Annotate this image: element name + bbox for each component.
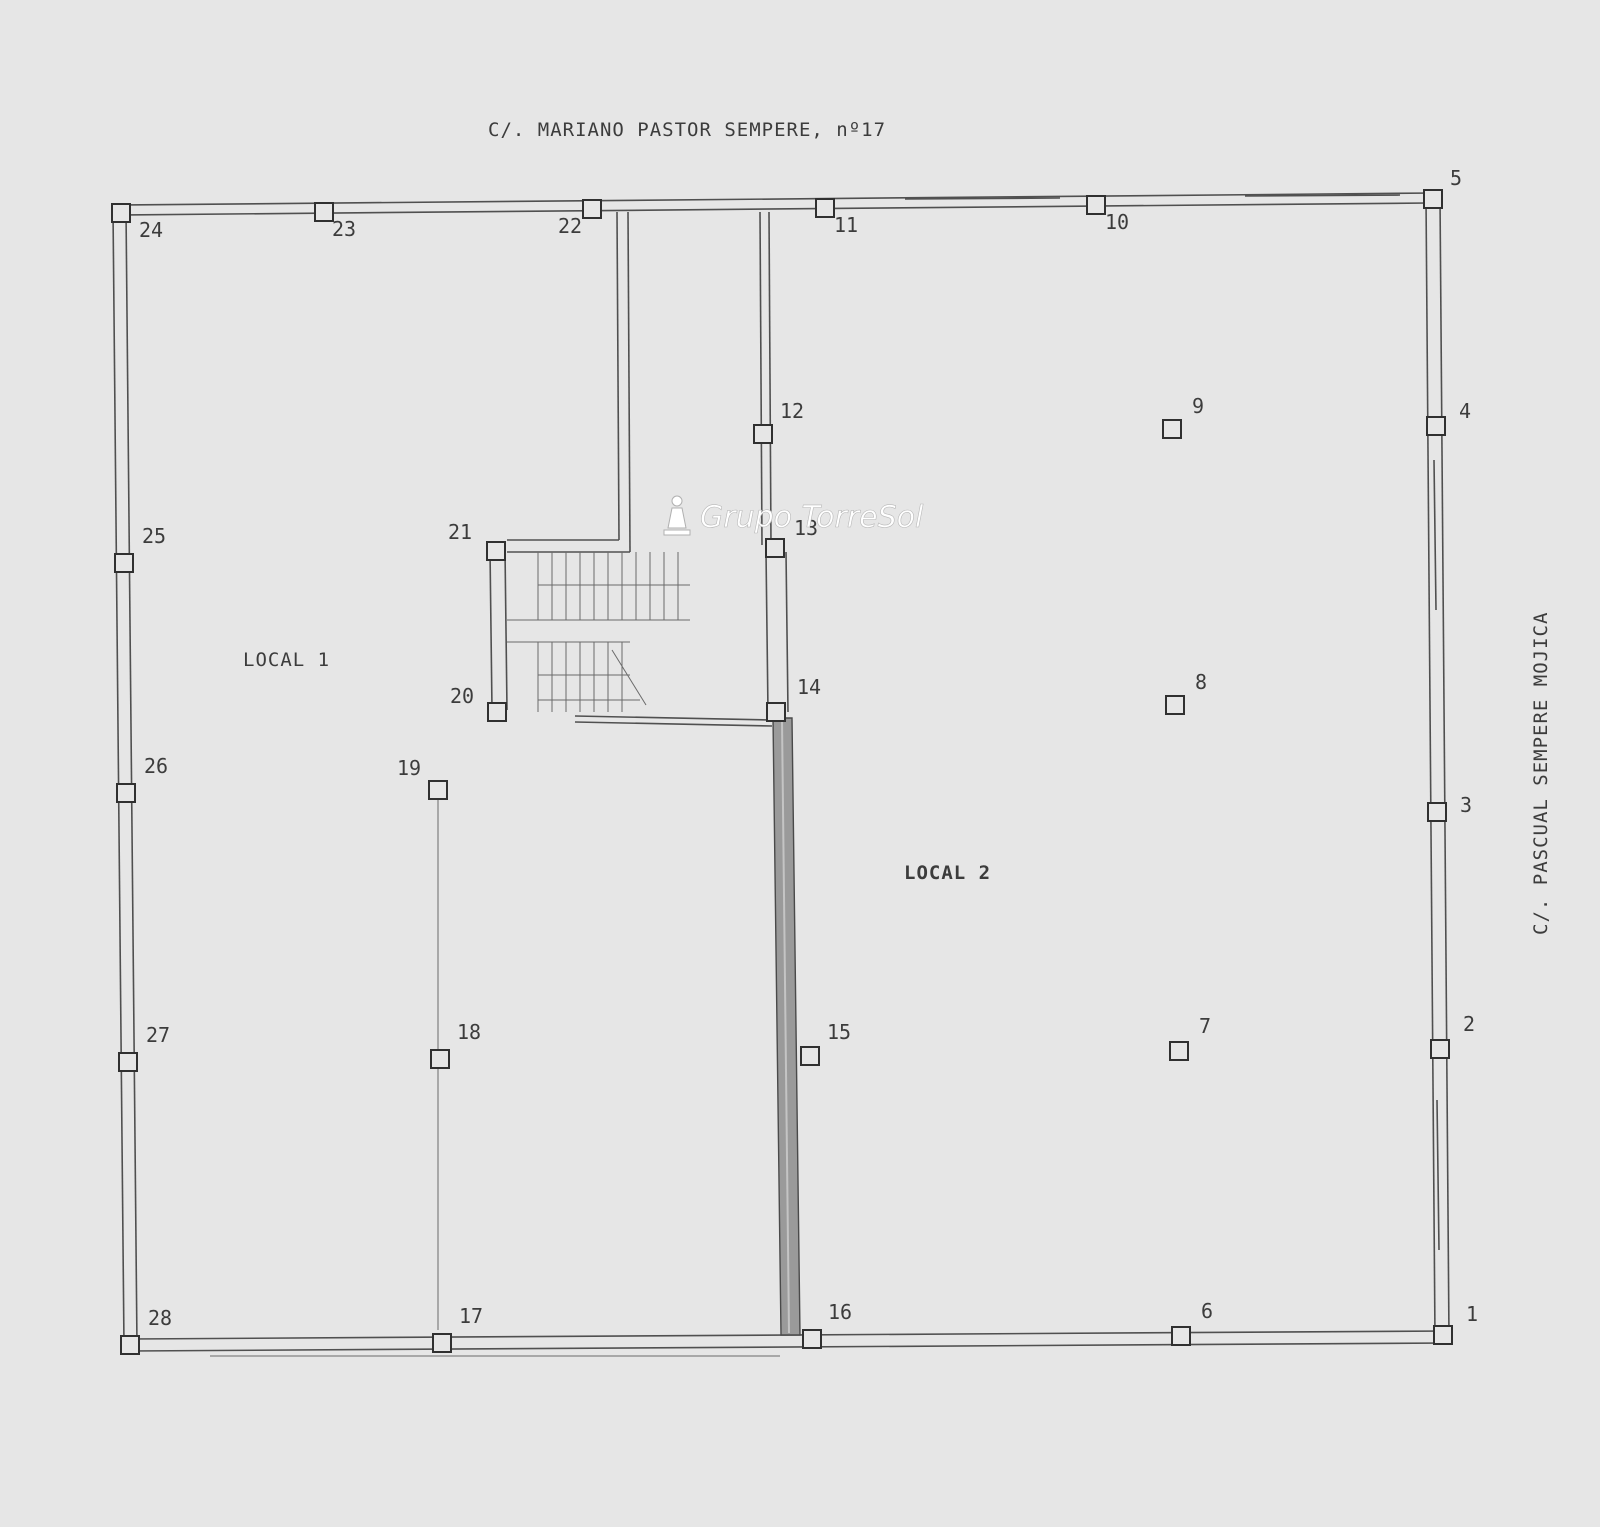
column-8	[1165, 695, 1185, 715]
room-label-local-1: LOCAL 1	[243, 649, 330, 671]
column-27	[118, 1052, 138, 1072]
street-label-right: C/. PASCUAL SEMPERE MOJICA	[1530, 612, 1552, 935]
column-3	[1427, 802, 1447, 822]
column-2	[1430, 1039, 1450, 1059]
column-18	[430, 1049, 450, 1069]
column-label-13: 13	[794, 516, 818, 540]
column-label-27: 27	[146, 1023, 170, 1047]
column-15	[800, 1046, 820, 1066]
column-label-10: 10	[1105, 210, 1129, 234]
watermark-logo-icon	[663, 495, 691, 536]
column-25	[114, 553, 134, 573]
room-label-local-2: LOCAL 2	[904, 862, 991, 884]
street-label-top: C/. MARIANO PASTOR SEMPERE, nº17	[488, 119, 886, 141]
column-5	[1423, 189, 1443, 209]
stair	[507, 552, 690, 712]
column-label-8: 8	[1195, 670, 1207, 694]
exterior-walls	[112, 192, 1450, 1357]
column-label-17: 17	[459, 1304, 483, 1328]
column-26	[116, 783, 136, 803]
column-label-15: 15	[827, 1020, 851, 1044]
column-label-20: 20	[450, 684, 474, 708]
column-10	[1086, 195, 1106, 215]
party-wall	[772, 717, 801, 1336]
column-label-18: 18	[457, 1020, 481, 1044]
column-24	[111, 203, 131, 223]
column-28	[120, 1335, 140, 1355]
column-20	[487, 702, 507, 722]
column-label-5: 5	[1450, 166, 1462, 190]
column-23	[314, 202, 334, 222]
column-label-23: 23	[332, 217, 356, 241]
column-4	[1426, 416, 1446, 436]
column-label-3: 3	[1460, 793, 1472, 817]
column-21	[486, 541, 506, 561]
column-19	[428, 780, 448, 800]
structural-columns: 1234567891011121314151617181920212223242…	[111, 166, 1478, 1355]
column-1	[1433, 1325, 1453, 1345]
column-label-28: 28	[148, 1306, 172, 1330]
column-label-4: 4	[1459, 399, 1471, 423]
column-label-6: 6	[1201, 1299, 1213, 1323]
interior-walls	[437, 211, 789, 1330]
column-label-11: 11	[834, 213, 858, 237]
column-17	[432, 1333, 452, 1353]
column-22	[582, 199, 602, 219]
column-9	[1162, 419, 1182, 439]
column-label-9: 9	[1192, 394, 1204, 418]
column-label-16: 16	[828, 1300, 852, 1324]
column-7	[1169, 1041, 1189, 1061]
column-label-24: 24	[139, 218, 163, 242]
column-label-25: 25	[142, 524, 166, 548]
column-label-19: 19	[397, 756, 421, 780]
column-6	[1171, 1326, 1191, 1346]
column-label-21: 21	[448, 520, 472, 544]
column-label-1: 1	[1466, 1302, 1478, 1326]
watermark-text: Grupo TorreSol	[700, 500, 924, 535]
column-16	[802, 1329, 822, 1349]
column-label-2: 2	[1463, 1012, 1475, 1036]
column-11	[815, 198, 835, 218]
watermark: Grupo TorreSol	[663, 495, 924, 536]
column-12	[753, 424, 773, 444]
column-label-26: 26	[144, 754, 168, 778]
column-label-7: 7	[1199, 1014, 1211, 1038]
column-label-14: 14	[797, 675, 821, 699]
column-13	[765, 538, 785, 558]
column-label-12: 12	[780, 399, 804, 423]
column-14	[766, 702, 786, 722]
column-label-22: 22	[558, 214, 582, 238]
